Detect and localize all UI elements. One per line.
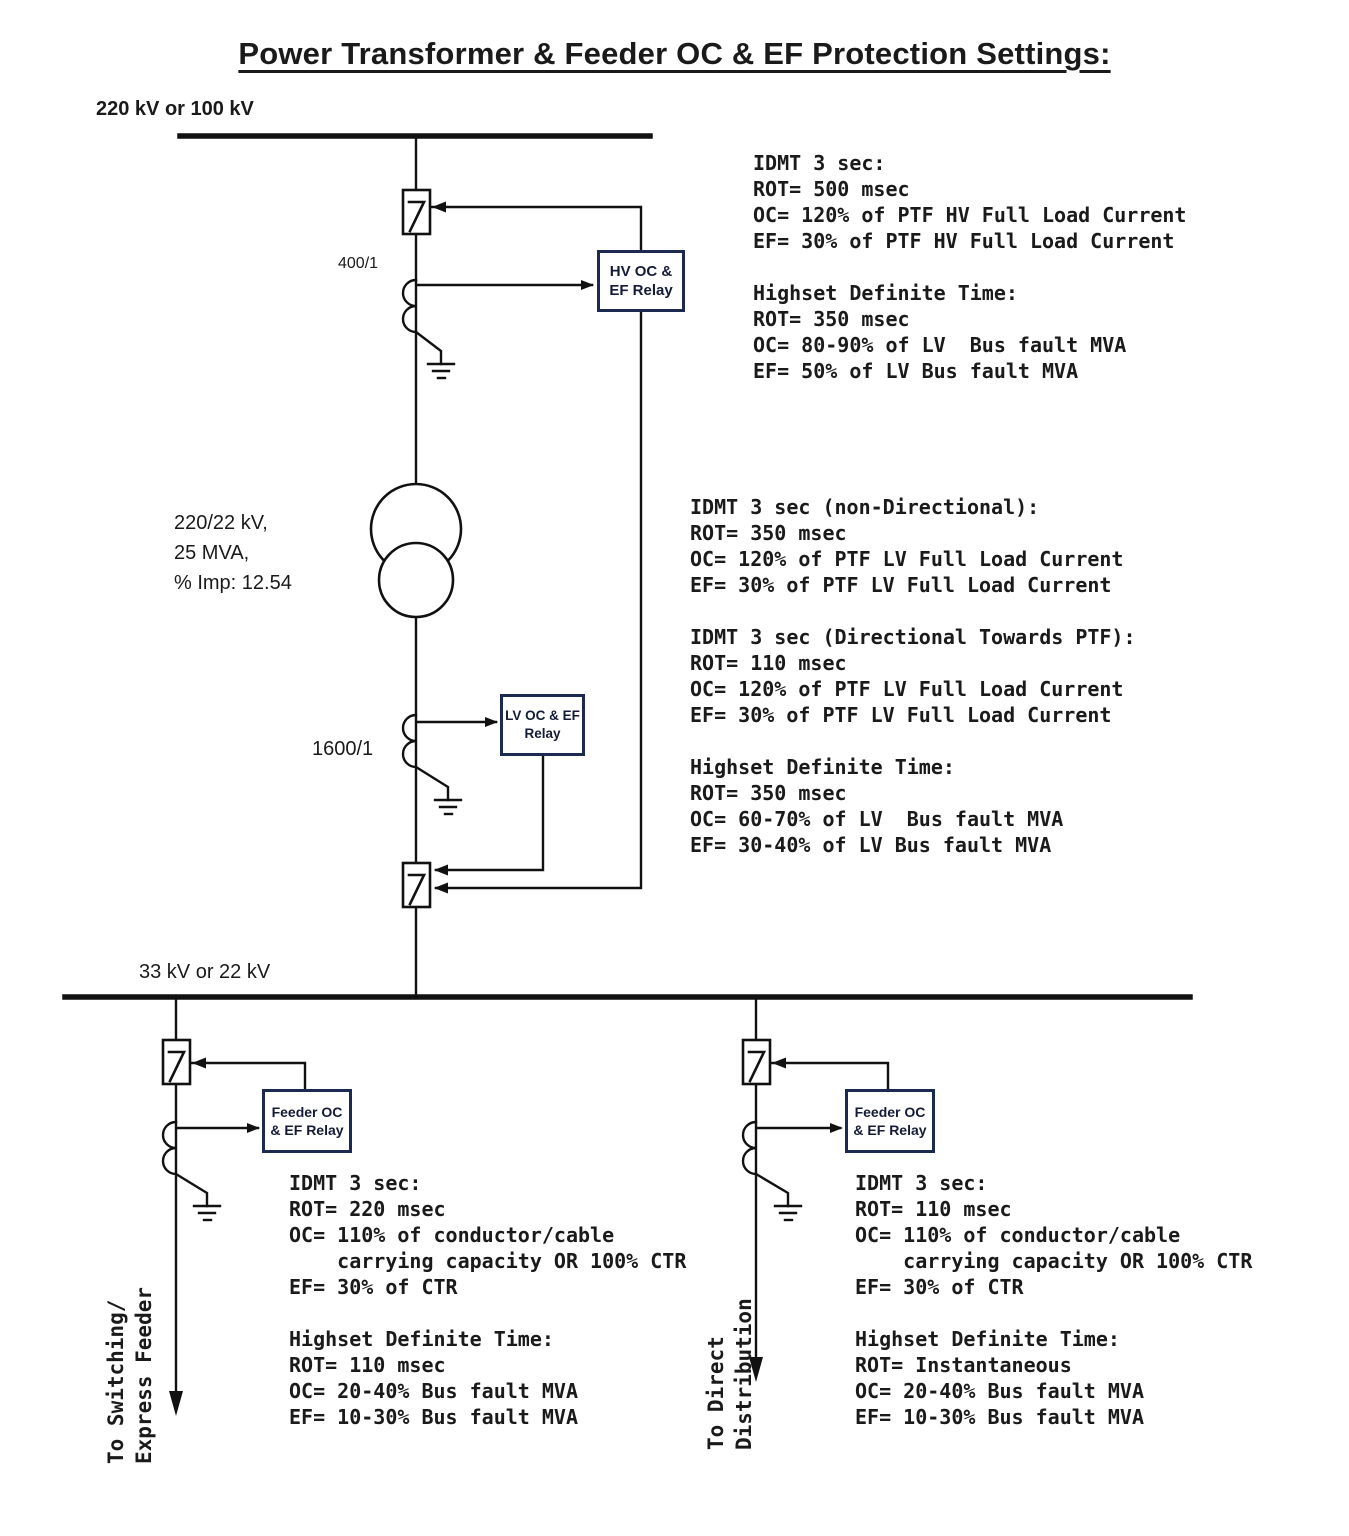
- lv-ct-ratio-label: 1600/1: [312, 738, 374, 760]
- feeder-left-trip-arrow-icon: [192, 1057, 206, 1069]
- feeder-left-breaker-icon: [161, 1038, 192, 1086]
- lv-breaker-icon: [401, 861, 432, 909]
- feeder-left-ct-ground-icon: [174, 1172, 222, 1222]
- hv-breaker-icon: [401, 188, 432, 236]
- feeder-left-end-arrow-icon: [169, 1391, 183, 1416]
- feeder-right-trip-arrow-icon: [772, 1057, 786, 1069]
- feeder-left-relay-box: Feeder OC & EF Relay: [262, 1089, 352, 1153]
- feeder-right-end-arrow-icon: [749, 1357, 763, 1382]
- hv-relay-settings-text: IDMT 3 sec: ROT= 500 msec OC= 120% of PT…: [753, 151, 1187, 383]
- feeder-right-breaker-icon: [741, 1038, 772, 1086]
- hv-trip-arrow-icon: [432, 201, 446, 213]
- hv-bus-label: 220 kV or 100 kV: [96, 98, 254, 120]
- hv-relay-trip-line: [428, 205, 643, 254]
- feeder-right-ct-ground-icon: [754, 1172, 803, 1222]
- hv-relay-box: HV OC & EF Relay: [597, 250, 685, 312]
- feeder-right-trip-line: [768, 1061, 890, 1091]
- lv-relay-box: LV OC & EF Relay: [500, 694, 585, 756]
- feeder-right-relay-box: Feeder OC & EF Relay: [845, 1089, 935, 1153]
- lv-bus-label: 33 kV or 22 kV: [139, 961, 271, 983]
- transformer-nameplate-label: 220/22 kV, 25 MVA, % Imp: 12.54: [174, 512, 292, 594]
- feeder-right-destination-label: To Direct Distribution: [704, 1298, 756, 1450]
- page-title: Power Transformer & Feeder OC & EF Prote…: [238, 36, 1111, 71]
- hv-ct-ground-icon: [414, 330, 456, 380]
- feeder-right-ct-icon: [741, 1120, 758, 1176]
- feeder-right-ct-wire-arrow-icon: [830, 1123, 843, 1133]
- lv-relay-trip-line: [434, 753, 545, 872]
- feeder-left-destination-label: To Switching/ Express Feeder: [104, 1286, 156, 1464]
- feeder-left-ct-wire-arrow-icon: [247, 1123, 260, 1133]
- transformer-icon: [369, 482, 463, 619]
- feeder-left-ct-icon: [161, 1120, 178, 1176]
- lv-ct-ground-icon: [414, 765, 463, 816]
- hv-relay-intertrip-line: [434, 310, 643, 890]
- hv-intertrip-arrow-icon: [434, 882, 448, 894]
- lv-ct-icon: [401, 713, 418, 769]
- feeder-left-settings-text: IDMT 3 sec: ROT= 220 msec OC= 110% of co…: [289, 1171, 687, 1429]
- lv-trip-arrow-icon: [434, 864, 448, 876]
- lv-ct-wire-arrow-icon: [485, 717, 498, 727]
- hv-ct-wire-arrow-icon: [581, 280, 594, 290]
- feeder-right-settings-text: IDMT 3 sec: ROT= 110 msec OC= 110% of co…: [855, 1171, 1253, 1429]
- hv-ct-icon: [401, 278, 418, 334]
- feeder-left-trip-line: [188, 1061, 307, 1091]
- hv-ct-ratio-label: 400/1: [338, 255, 379, 272]
- lv-relay-settings-text: IDMT 3 sec (non-Directional): ROT= 350 m…: [690, 495, 1136, 857]
